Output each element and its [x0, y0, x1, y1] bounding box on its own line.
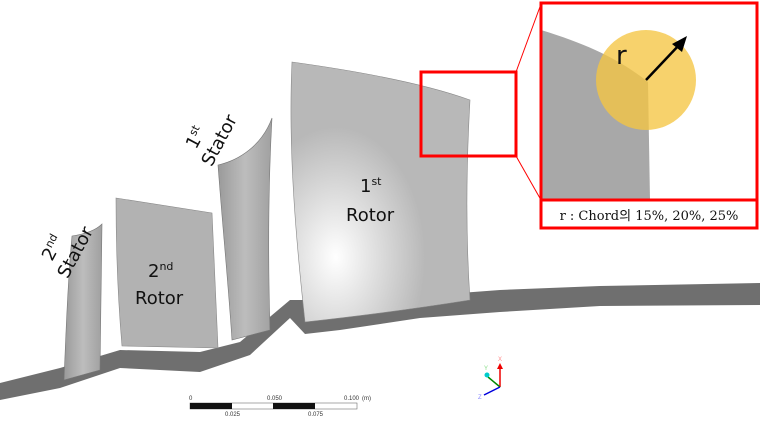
- svg-text:1st: 1st: [360, 175, 382, 197]
- svg-text:X: X: [498, 357, 502, 363]
- svg-text:0.025: 0.025: [225, 412, 241, 418]
- svg-text:(m): (m): [362, 396, 371, 402]
- svg-text:0.050: 0.050: [267, 396, 283, 402]
- scale-bar: 0 0.050 0.100 (m) 0.025 0.075: [189, 396, 371, 418]
- svg-text:2nd: 2nd: [148, 260, 173, 282]
- inset-caption: r : Chord의 15%, 20%, 25%: [560, 209, 739, 224]
- svg-text:0.100: 0.100: [344, 396, 360, 402]
- inset-detail: r r : Chord의 15%, 20%, 25%: [539, 1, 759, 230]
- axis-triad: X Y Z: [478, 357, 503, 401]
- second-rotor-blade: [115, 197, 219, 349]
- label-first-stator: 1st Stator: [182, 111, 242, 170]
- svg-text:Rotor: Rotor: [135, 288, 184, 309]
- svg-text:0: 0: [189, 396, 193, 402]
- first-rotor-blade: [290, 61, 471, 323]
- label-second-rotor: 2nd Rotor: [135, 260, 184, 309]
- svg-text:Z: Z: [478, 395, 482, 401]
- svg-text:Rotor: Rotor: [346, 205, 395, 226]
- svg-text:Y: Y: [484, 366, 488, 372]
- radius-arrow: [645, 43, 681, 81]
- svg-text:r: r: [616, 41, 627, 71]
- first-stator-blade: [217, 117, 273, 341]
- second-stator-blade: [63, 223, 103, 381]
- hub-surface: [0, 283, 760, 400]
- label-first-rotor: 1st Rotor: [346, 175, 395, 226]
- zoom-region-box: [419, 70, 518, 158]
- svg-text:0.075: 0.075: [308, 412, 324, 418]
